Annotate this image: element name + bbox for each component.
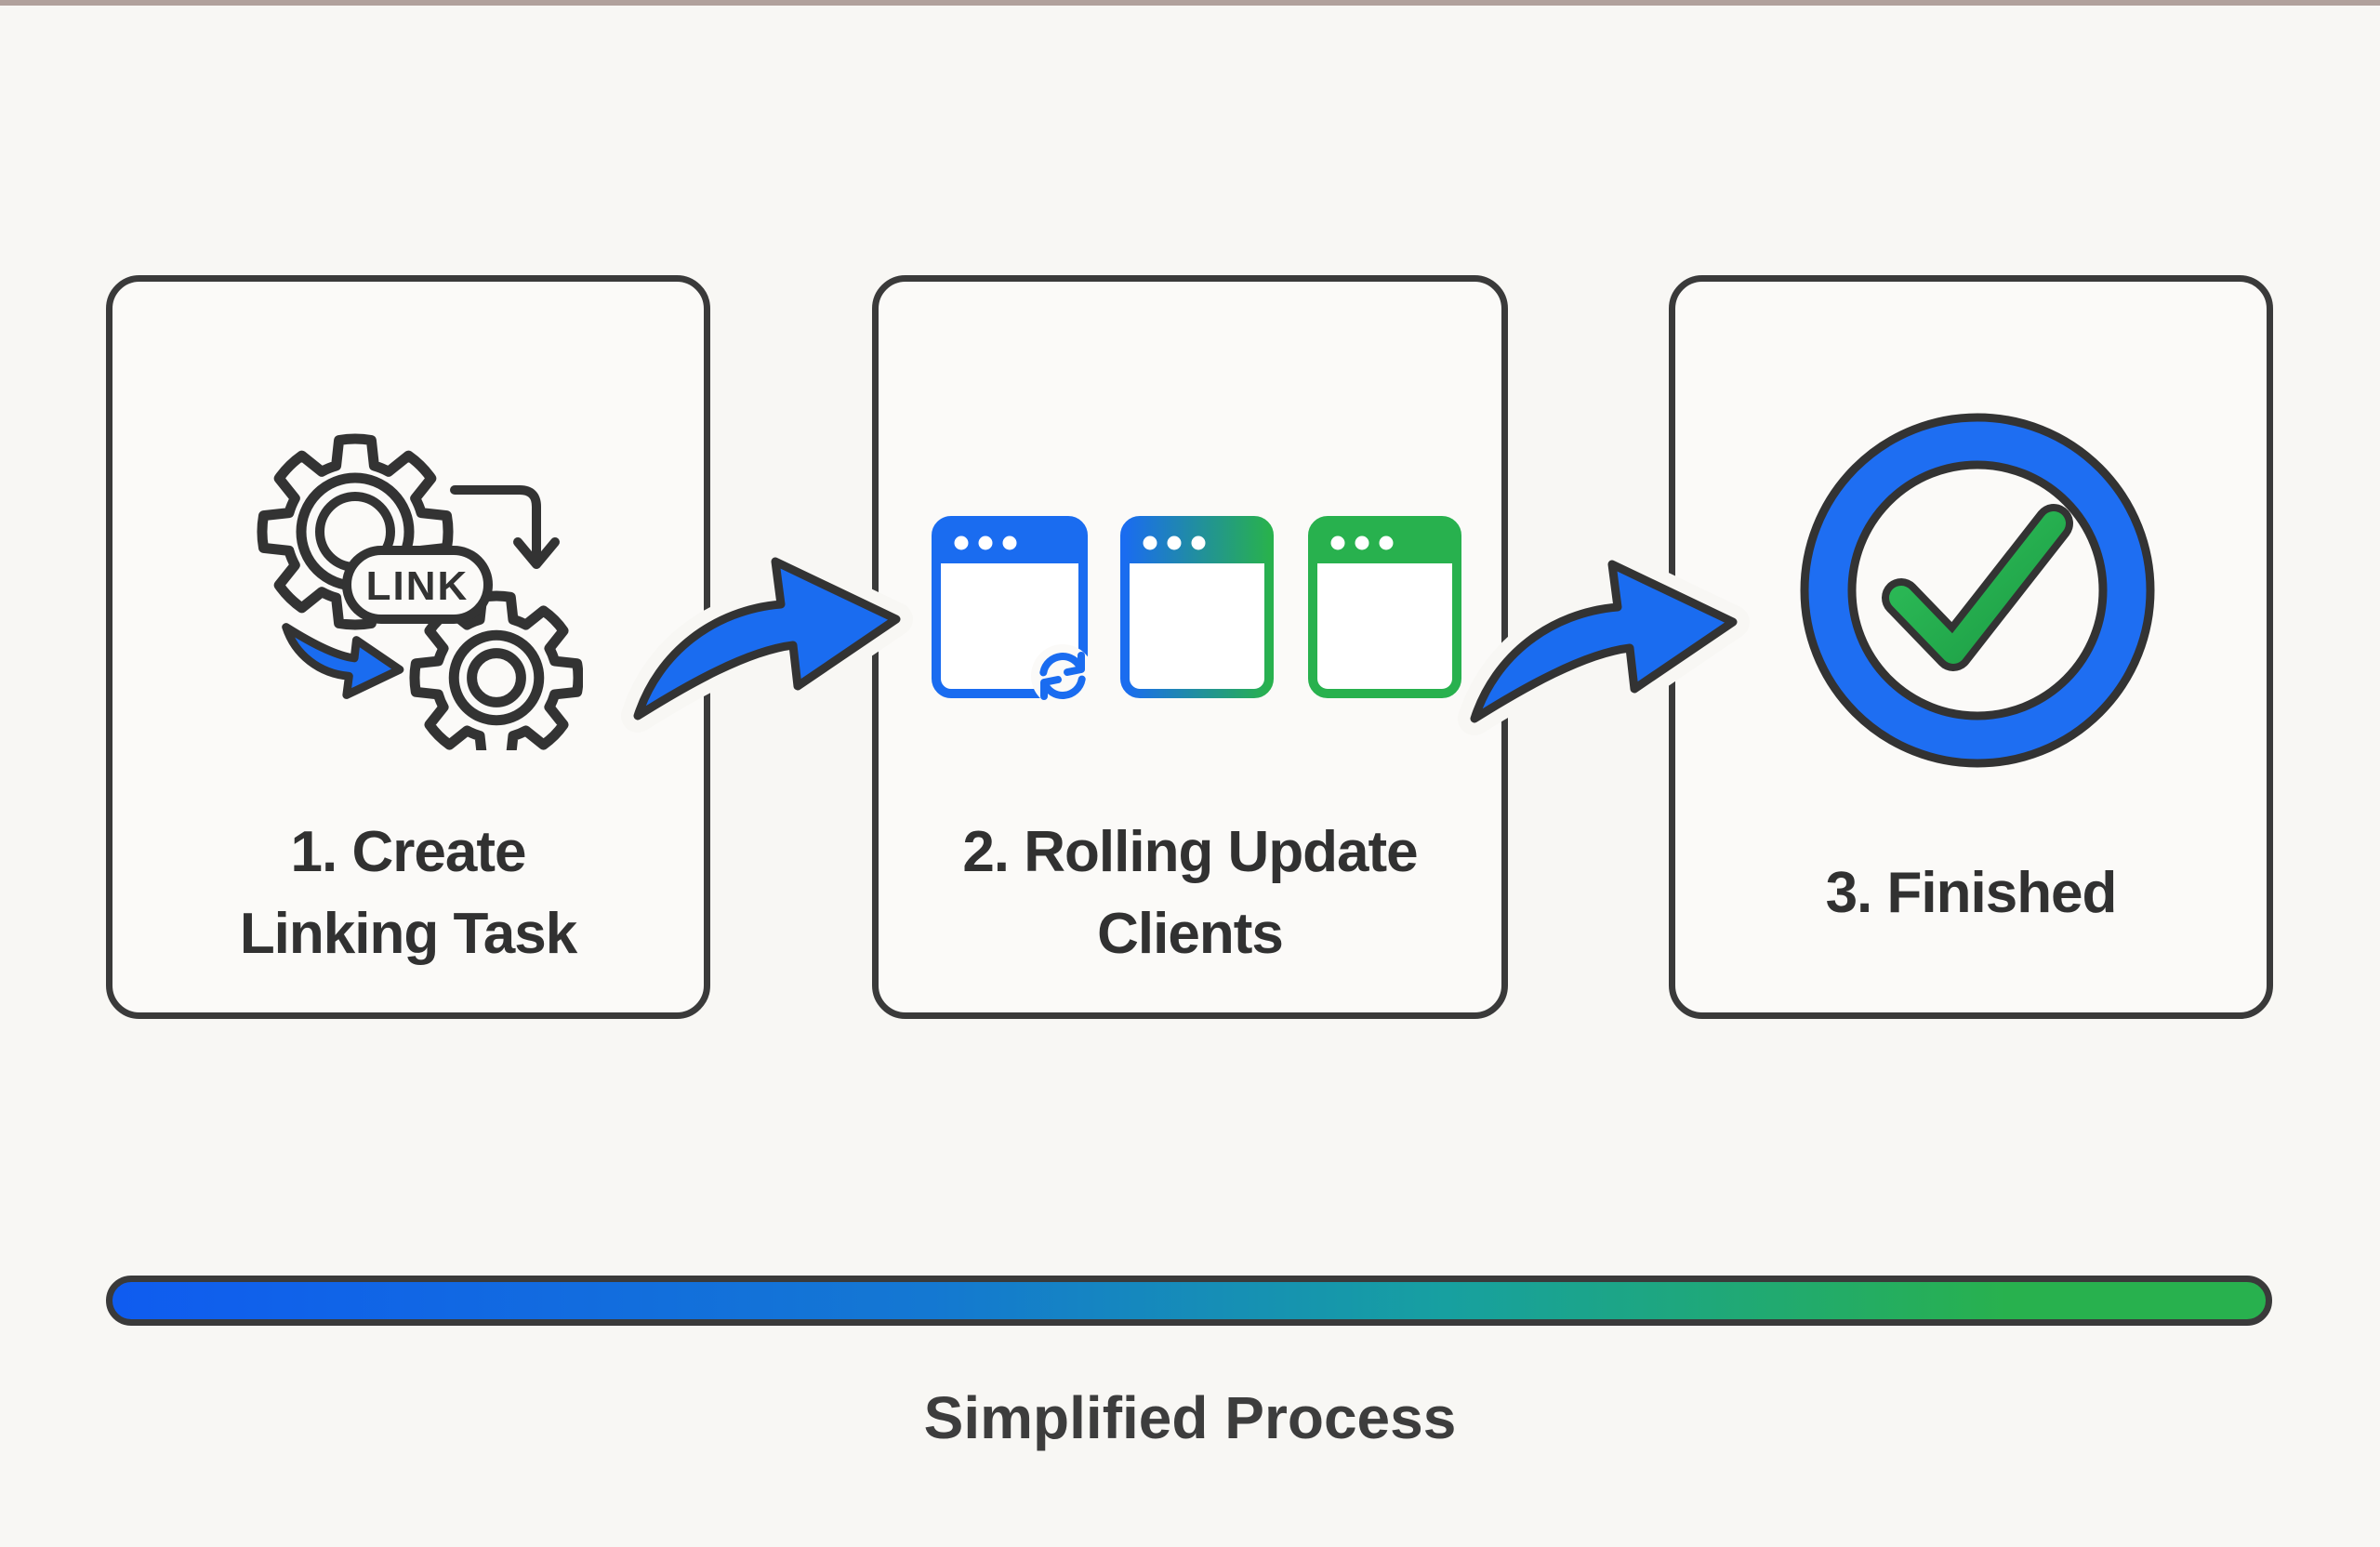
step-1-title-line2: Linking Task: [239, 902, 577, 966]
gradient-progress-bar: [106, 1276, 2272, 1326]
rolling-update-icon: [932, 516, 1461, 707]
curved-arrow-icon: [286, 627, 400, 694]
check-circle-icon: [1800, 413, 2155, 768]
browser-window-icon-green: [1308, 516, 1461, 698]
step-2-title: 2. Rolling Update Clients: [879, 810, 1501, 977]
elbow-arrow-icon: [450, 485, 560, 569]
process-caption: Simplified Process: [923, 1384, 1457, 1451]
browser-window-icon-gradient: [1120, 516, 1274, 698]
step-3-title-line1: 3. Finished: [1825, 861, 2118, 925]
step-1-title: 1. Create Linking Task: [112, 810, 704, 977]
flow-arrow-2: [1450, 516, 1757, 753]
gear-small-icon: [409, 590, 583, 750]
step-card-2: 2. Rolling Update Clients: [872, 275, 1508, 1019]
step-2-title-line1: 2. Rolling Update: [962, 820, 1418, 884]
step-3-title: 3. Finished: [1675, 810, 2267, 977]
browser-window-icon-blue: [932, 516, 1094, 707]
check-mark-icon: [1882, 504, 2073, 671]
flow-arrow-1: [614, 513, 920, 750]
step-card-1: LINK 1. Create Linking Task: [106, 275, 710, 1019]
top-edge-line: [0, 0, 2380, 6]
step-card-3: 3. Finished: [1669, 275, 2273, 1019]
step-1-title-line1: 1. Create: [290, 820, 527, 884]
sync-icon: [1039, 652, 1086, 700]
link-badge-label: LINK: [366, 563, 469, 609]
link-badge: LINK: [342, 546, 493, 624]
gears-link-icon: LINK: [257, 433, 583, 750]
step-2-title-line2: Clients: [1097, 902, 1284, 966]
